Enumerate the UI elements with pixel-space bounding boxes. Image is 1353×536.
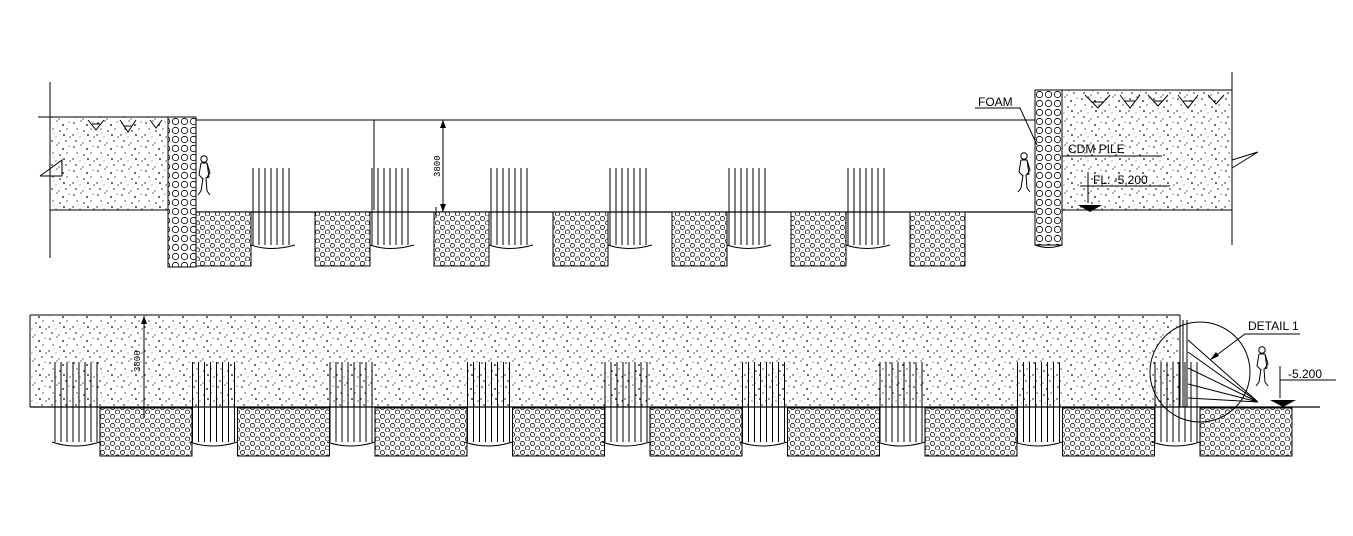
lower-pile-cap bbox=[649, 407, 743, 457]
upper-pile-cap bbox=[314, 211, 371, 267]
lower-pile-cap bbox=[237, 407, 330, 457]
upper-height-dimension: 3800 bbox=[433, 120, 446, 218]
pile-toe bbox=[51, 441, 101, 447]
detail-callout: DETAIL 1 bbox=[1149, 319, 1300, 423]
upper-pile-cap bbox=[433, 211, 490, 267]
upper-pile-rods bbox=[250, 168, 296, 249]
lower-pile-cap bbox=[1062, 407, 1155, 457]
lower-pile-rods bbox=[189, 362, 238, 447]
upper-pile-cap bbox=[671, 211, 728, 267]
lower-pile-rods bbox=[739, 362, 788, 447]
upper-pile-group bbox=[195, 168, 966, 267]
pile-toe bbox=[876, 441, 926, 447]
left-pile-wall bbox=[167, 116, 197, 268]
pile-toe bbox=[189, 441, 238, 447]
upper-pile-rods bbox=[845, 168, 891, 249]
upper-pile-cap bbox=[909, 211, 966, 267]
lower-pile-group bbox=[51, 362, 1293, 457]
lower-pile-cap bbox=[99, 407, 193, 457]
pile-toe bbox=[607, 244, 653, 249]
lower-pile-cap bbox=[924, 407, 1018, 457]
lower-section: 3800 DETAIL 1 -5.200 bbox=[29, 314, 1336, 457]
lower-height-label: 3800 bbox=[133, 350, 143, 372]
lower-height-dimension: 3800 bbox=[133, 316, 147, 418]
pile-toe bbox=[464, 441, 513, 447]
pile-toe bbox=[1151, 441, 1201, 447]
worker-figure-icon bbox=[197, 155, 211, 196]
pile-toe bbox=[1014, 441, 1063, 447]
lower-pile-rods bbox=[51, 362, 101, 447]
detail-label: DETAIL 1 bbox=[1248, 319, 1299, 333]
foam-label: FOAM bbox=[978, 95, 1013, 109]
upper-pile-rods bbox=[607, 168, 653, 249]
left-soil bbox=[50, 117, 168, 210]
upper-pile-rods bbox=[488, 168, 534, 249]
pile-toe bbox=[369, 244, 415, 249]
lower-pile-rods bbox=[601, 362, 651, 447]
lower-pile-rods bbox=[1151, 362, 1201, 447]
cdm-pile-label: CDM PILE bbox=[1068, 142, 1125, 156]
lower-pile-cap bbox=[374, 407, 468, 457]
worker-figure-icon bbox=[1255, 346, 1269, 387]
cdm-pile-wall bbox=[1034, 89, 1063, 246]
floor-level-label: FL: -5.200 bbox=[1093, 173, 1148, 187]
lower-pile-rods bbox=[326, 362, 376, 447]
lower-pile-cap bbox=[787, 407, 880, 457]
pile-toe bbox=[726, 244, 772, 249]
lower-level-label: -5.200 bbox=[1288, 367, 1322, 381]
upper-pile-cap bbox=[790, 211, 847, 267]
pile-toe bbox=[739, 441, 788, 447]
upper-pile-cap bbox=[552, 211, 609, 267]
level-marker-icon bbox=[1078, 205, 1102, 212]
pile-toe bbox=[845, 244, 891, 249]
lower-pile-cap bbox=[512, 407, 605, 457]
pile-toe bbox=[601, 441, 651, 447]
upper-pile-rods bbox=[369, 168, 415, 249]
lower-pile-rods bbox=[1014, 362, 1063, 447]
upper-pile-cap bbox=[195, 211, 252, 267]
upper-section: 3800 FOAM CDM PILE FL: -5.200 bbox=[38, 72, 1259, 268]
planting-marker-icon bbox=[87, 94, 1225, 133]
pile-toe bbox=[326, 441, 376, 447]
pile-toe bbox=[250, 244, 296, 249]
pile-toe bbox=[488, 244, 534, 249]
upper-height-label: 3800 bbox=[433, 155, 443, 177]
lower-pile-cap bbox=[1199, 407, 1293, 457]
lower-pile-rods bbox=[464, 362, 513, 447]
level-marker-icon bbox=[1270, 400, 1296, 407]
right-soil bbox=[1062, 90, 1232, 210]
lower-pile-rods bbox=[876, 362, 926, 447]
worker-figure-icon bbox=[1017, 152, 1031, 193]
upper-pile-rods bbox=[726, 168, 772, 249]
